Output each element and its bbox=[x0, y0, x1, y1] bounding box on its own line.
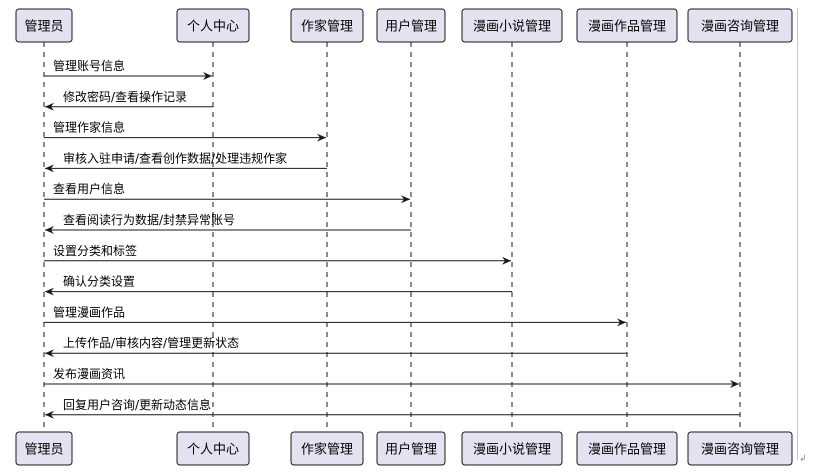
message-5: 查看用户信息 bbox=[44, 181, 410, 204]
participant-top-user: 用户管理 bbox=[376, 8, 446, 43]
message-11: 发布漫画资讯 bbox=[44, 366, 739, 388]
message-label: 确认分类设置 bbox=[63, 275, 135, 289]
message-3: 管理作家信息 bbox=[44, 120, 326, 142]
participant-box bbox=[461, 431, 563, 466]
message-label: 审核入驻申请/查看创作数据/处理违规作家 bbox=[63, 150, 287, 165]
message-label: 设置分类和标签 bbox=[53, 243, 137, 258]
participant-box bbox=[461, 8, 563, 43]
participant-bottom-works: 漫画作品管理 bbox=[576, 431, 678, 466]
participant-label: 漫画咨询管理 bbox=[701, 20, 779, 35]
message-10: 上传作品/审核内容/管理更新状态 bbox=[45, 335, 627, 358]
participant-bottom-admin: 管理员 bbox=[15, 431, 73, 466]
participant-box bbox=[376, 431, 446, 466]
corner-mark: ↲ bbox=[799, 454, 807, 464]
participant-box bbox=[576, 431, 678, 466]
message-7: 设置分类和标签 bbox=[44, 243, 511, 265]
message-9: 管理漫画作品 bbox=[44, 304, 626, 327]
participant-box bbox=[576, 8, 678, 43]
participant-bottom-consult: 漫画咨询管理 bbox=[687, 431, 793, 466]
participant-label: 用户管理 bbox=[385, 442, 437, 458]
message-12: 回复用户咨询/更新动态信息 bbox=[45, 397, 740, 419]
participant-label: 作家管理 bbox=[301, 19, 353, 35]
participant-label: 漫画小说管理 bbox=[473, 20, 551, 35]
participant-top-consult: 漫画咨询管理 bbox=[687, 8, 793, 43]
message-1: 管理账号信息 bbox=[44, 58, 212, 80]
message-label: 管理账号信息 bbox=[53, 58, 125, 73]
participant-label: 个人中心 bbox=[187, 20, 239, 35]
message-8: 确认分类设置 bbox=[45, 275, 512, 296]
participant-box bbox=[176, 431, 250, 466]
message-label: 管理作家信息 bbox=[53, 120, 125, 135]
participant-label: 管理员 bbox=[24, 20, 63, 35]
participant-label: 漫画作品管理 bbox=[588, 20, 666, 35]
participant-label: 个人中心 bbox=[187, 443, 239, 458]
participant-bottom-profile: 个人中心 bbox=[176, 431, 250, 466]
participant-label: 管理员 bbox=[24, 443, 63, 458]
participant-top-admin: 管理员 bbox=[15, 8, 73, 43]
message-label: 上传作品/审核内容/管理更新状态 bbox=[63, 335, 239, 350]
participant-box bbox=[176, 8, 250, 43]
message-2: 修改密码/查看操作记录 bbox=[45, 89, 213, 111]
message-label: 修改密码/查看操作记录 bbox=[63, 89, 187, 104]
participant-box bbox=[290, 8, 364, 43]
frame-edge bbox=[797, 8, 798, 460]
participant-box bbox=[15, 431, 73, 466]
messages: 管理账号信息修改密码/查看操作记录管理作家信息审核入驻申请/查看创作数据/处理违… bbox=[44, 58, 740, 419]
participant-box bbox=[290, 431, 364, 466]
participant-row-top: 管理员 个人中心 作家管理 用户管理 漫画小说管理 漫画作品管理 漫画咨询管理 bbox=[15, 8, 793, 43]
participant-bottom-novel: 漫画小说管理 bbox=[461, 431, 563, 466]
participant-box bbox=[687, 8, 793, 43]
message-label: 回复用户咨询/更新动态信息 bbox=[63, 397, 211, 412]
participant-top-works: 漫画作品管理 bbox=[576, 8, 678, 43]
participant-row-bottom: 管理员 个人中心 作家管理 用户管理 漫画小说管理 漫画作品管理 漫画咨询管理 bbox=[15, 431, 793, 466]
participant-box bbox=[376, 8, 446, 43]
participant-top-novel: 漫画小说管理 bbox=[461, 8, 563, 43]
participant-label: 漫画小说管理 bbox=[473, 443, 551, 458]
participant-label: 漫画作品管理 bbox=[588, 443, 666, 458]
message-label: 查看阅读行为数据/封禁异常账号 bbox=[63, 212, 235, 227]
participant-box bbox=[687, 431, 793, 466]
message-label: 发布漫画资讯 bbox=[53, 366, 125, 381]
participant-label: 用户管理 bbox=[385, 19, 437, 35]
message-label: 管理漫画作品 bbox=[53, 304, 125, 319]
participant-label: 漫画咨询管理 bbox=[701, 443, 779, 458]
participant-box bbox=[15, 8, 73, 43]
message-label: 查看用户信息 bbox=[53, 181, 125, 196]
participant-bottom-user: 用户管理 bbox=[376, 431, 446, 466]
participant-top-profile: 个人中心 bbox=[176, 8, 250, 43]
message-4: 审核入驻申请/查看创作数据/处理违规作家 bbox=[45, 150, 327, 173]
participant-top-author: 作家管理 bbox=[290, 8, 364, 43]
participant-bottom-author: 作家管理 bbox=[290, 431, 364, 466]
participant-label: 作家管理 bbox=[301, 442, 353, 458]
message-6: 查看阅读行为数据/封禁异常账号 bbox=[45, 212, 411, 234]
